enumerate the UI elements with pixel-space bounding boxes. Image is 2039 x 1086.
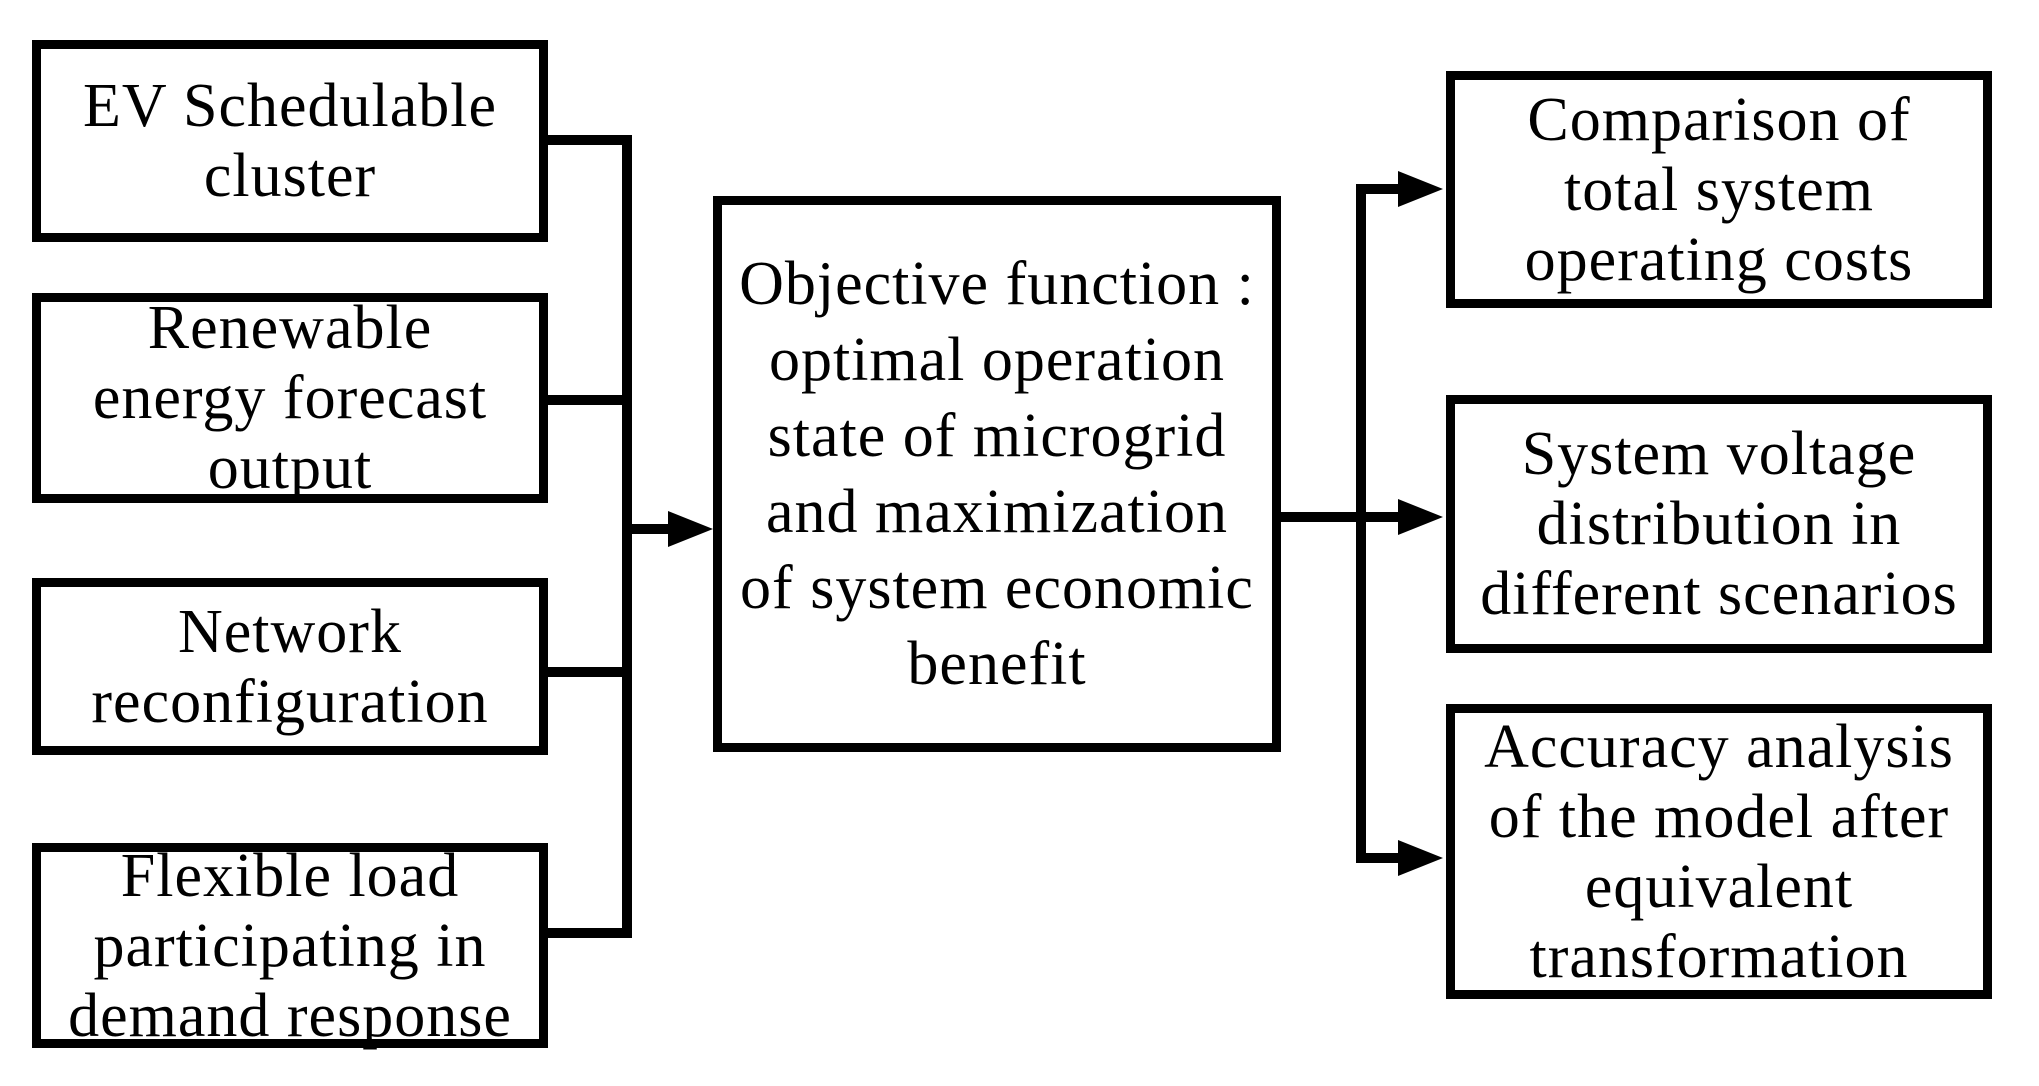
connector-into-objective — [632, 524, 670, 534]
box-text-line: distribution in — [1536, 490, 1902, 558]
box-text-line: total system — [1564, 155, 1874, 224]
input-box-network-reconfiguration: Network reconfiguration — [32, 578, 548, 755]
box-text-line: Accuracy analysis — [1484, 712, 1954, 781]
connector-bus-left — [622, 135, 632, 938]
box-text-line: output — [207, 434, 373, 502]
connector-bus-right — [1356, 184, 1366, 863]
output-box-voltage-distribution: System voltage distribution in different… — [1446, 395, 1992, 653]
box-text-line: Objective function : — [739, 250, 1255, 318]
input-box-ev-schedulable-cluster: EV Schedulable cluster — [32, 40, 548, 242]
objective-function-box: Objective function : optimal operation s… — [713, 196, 1281, 752]
voltage-arrow-icon — [1398, 499, 1443, 535]
box-text-line: Comparison of — [1527, 85, 1911, 154]
box-text-line: and maximization — [766, 478, 1228, 546]
box-text-line: Renewable — [147, 294, 433, 362]
box-text-line: operating costs — [1524, 225, 1914, 294]
box-text-line: EV Schedulable — [82, 72, 498, 140]
box-text-line: participating in — [93, 911, 487, 980]
input-box-flexible-load-demand-response: Flexible load participating in demand re… — [32, 841, 548, 1050]
box-text-line: of the model after — [1488, 782, 1950, 851]
connector-to-costs — [1366, 184, 1400, 194]
box-text-line: of system economic — [740, 554, 1254, 622]
connector-stub-flexible — [548, 928, 632, 938]
box-text-line: state of microgrid — [767, 402, 1227, 470]
box-text-line: demand response — [68, 981, 512, 1050]
box-text-line: reconfiguration — [91, 667, 489, 736]
connector-stub-network — [548, 667, 632, 677]
box-text-line: benefit — [907, 630, 1087, 698]
box-text-line: different scenarios — [1480, 560, 1958, 628]
box-text-line: Network — [178, 597, 402, 666]
objective-arrow-icon — [668, 511, 713, 547]
box-text-line: optimal operation — [768, 326, 1226, 394]
connector-to-voltage — [1366, 512, 1400, 522]
box-text-line: Flexible load — [120, 841, 460, 910]
box-text-line: equivalent — [1584, 852, 1854, 921]
box-text-line: transformation — [1529, 922, 1909, 991]
box-text-line: System voltage — [1521, 420, 1917, 488]
box-text-line: energy forecast — [92, 364, 488, 432]
connector-stub-renewable — [548, 395, 632, 405]
output-box-total-operating-costs: Comparison of total system operating cos… — [1446, 71, 1992, 308]
accuracy-arrow-icon — [1398, 840, 1443, 876]
costs-arrow-icon — [1398, 171, 1443, 207]
connector-to-accuracy — [1366, 853, 1400, 863]
connector-out-of-objective — [1281, 512, 1366, 522]
connector-stub-ev — [548, 135, 632, 145]
box-text-line: cluster — [203, 142, 377, 210]
input-box-renewable-energy-forecast: Renewable energy forecast output — [32, 293, 548, 503]
output-box-accuracy-analysis: Accuracy analysis of the model after equ… — [1446, 704, 1992, 999]
